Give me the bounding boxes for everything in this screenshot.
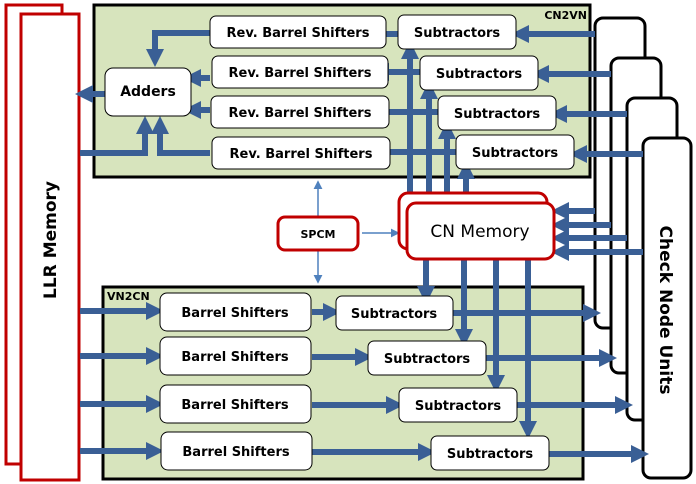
arrow-rbs1-to-adders <box>146 30 210 67</box>
cn2vn-subtractor-1: Subtractors <box>397 14 517 50</box>
cn2vn-subtractor-2: Subtractors <box>419 55 539 91</box>
cn-memory-block: CN Memory <box>397 191 556 261</box>
llr-memory-label: LLR Memory <box>41 181 61 299</box>
rev-barrel-shifter-label: Rev. Barrel Shifters <box>229 66 372 81</box>
adders-label: Adders <box>120 84 176 100</box>
rev-barrel-shifter-box <box>210 95 390 129</box>
spcm-control-arrows <box>313 180 400 284</box>
check-node-unit-frame-4 <box>641 136 693 480</box>
rev-barrel-shifter-label: Rev. Barrel Shifters <box>230 147 373 162</box>
rev-barrel-shifter-box <box>211 55 389 89</box>
cn2vn-subtractor-4: Subtractors <box>455 134 575 170</box>
subtractor-label: Subtractors <box>351 307 438 322</box>
barrel-shifter-2: Barrel Shifters <box>159 336 312 376</box>
adders-block: Adders <box>104 67 192 117</box>
subtractor-label: Subtractors <box>415 399 502 414</box>
subtractor-box <box>437 95 557 131</box>
arrow-llr-to-adders <box>80 116 154 156</box>
subtractor-label: Subtractors <box>447 447 534 462</box>
subtractor-box <box>397 14 517 50</box>
cn2vn-title: CN2VN <box>544 9 587 22</box>
adders-box <box>104 67 192 117</box>
barrel-shifter-box <box>159 292 312 332</box>
vn2cn-subtractor-2: Subtractors <box>367 340 487 376</box>
barrel-shifter-box <box>159 336 312 376</box>
vn2cn-subtractor-1: Subtractors <box>335 295 454 331</box>
barrel-shifter-3: Barrel Shifters <box>159 384 312 424</box>
spcm-label: SPCM <box>300 228 335 241</box>
rev-barrel-shifter-label: Rev. Barrel Shifters <box>227 26 370 41</box>
spcm-block: SPCM <box>276 215 360 252</box>
vn2cn-title: VN2CN <box>107 290 150 303</box>
rev-barrel-shifter-4: Rev. Barrel Shifters <box>211 136 391 170</box>
barrel-shifter-label: Barrel Shifters <box>181 350 288 365</box>
rev-barrel-shifter-box <box>209 15 387 49</box>
check-node-units: Check Node Units <box>593 16 693 480</box>
spcm-box <box>276 215 360 252</box>
arrow-rbs4-to-adders <box>151 116 210 156</box>
rev-barrel-shifter-1: Rev. Barrel Shifters <box>209 15 387 49</box>
data-flow-arrows <box>75 25 649 463</box>
cn2vn-subtractor-3: Subtractors <box>437 95 557 131</box>
subtractor-box <box>430 435 550 471</box>
subtractor-label: Subtractors <box>414 26 501 41</box>
rev-barrel-shifter-2: Rev. Barrel Shifters <box>211 55 389 89</box>
barrel-shifter-1: Barrel Shifters <box>159 292 312 332</box>
rev-barrel-shifter-label: Rev. Barrel Shifters <box>229 106 372 121</box>
subtractor-label: Subtractors <box>472 146 559 161</box>
subtractor-label: Subtractors <box>454 107 541 122</box>
subtractor-box <box>335 295 454 331</box>
barrel-shifter-box <box>159 384 312 424</box>
barrel-shifter-label: Barrel Shifters <box>181 398 288 413</box>
llr-memory: LLR Memory <box>4 3 81 482</box>
vn2cn-subtractor-3: Subtractors <box>398 387 518 423</box>
barrel-shifter-label: Barrel Shifters <box>182 445 289 460</box>
subtractor-box <box>367 340 487 376</box>
rev-barrel-shifter-box <box>211 136 391 170</box>
vn2cn-subtractor-4: Subtractors <box>430 435 550 471</box>
subtractor-box <box>419 55 539 91</box>
subtractor-box <box>398 387 518 423</box>
subtractor-box <box>455 134 575 170</box>
cn-memory-front-frame <box>405 201 556 261</box>
llr-memory-front-frame <box>19 12 81 482</box>
subtractor-label: Subtractors <box>436 67 523 82</box>
barrel-shifter-4: Barrel Shifters <box>160 431 313 471</box>
subtractor-label: Subtractors <box>384 352 471 367</box>
barrel-shifter-label: Barrel Shifters <box>181 306 288 321</box>
check-node-units-label: Check Node Units <box>655 226 675 395</box>
cn-memory-label: CN Memory <box>430 222 529 242</box>
rev-barrel-shifter-3: Rev. Barrel Shifters <box>210 95 390 129</box>
barrel-shifter-box <box>160 431 313 471</box>
